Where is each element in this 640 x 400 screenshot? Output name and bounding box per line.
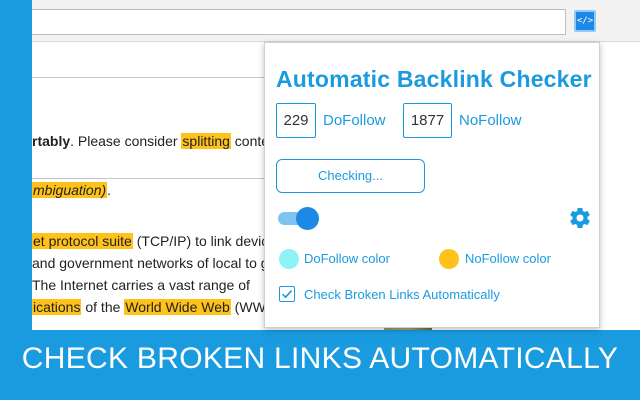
broken-links-checkbox[interactable] (279, 286, 295, 302)
nofollow-link[interactable]: World Wide Web (124, 299, 231, 315)
nofollow-label: NoFollow (459, 112, 522, 129)
article-line: ications of the World Wide Web (WWW (32, 298, 279, 316)
divider (32, 77, 322, 78)
extension-popup: Automatic Backlink Checker 229 DoFollow … (264, 42, 600, 328)
text: conter (230, 133, 274, 149)
checking-button[interactable]: Checking... (276, 159, 425, 193)
divider (32, 178, 322, 179)
text: of the (81, 299, 125, 315)
article-line: et protocol suite (TCP/IP) to link devic… (32, 232, 276, 250)
article-line: rtably. Please consider splitting conter (32, 132, 274, 150)
nofollow-link[interactable]: et protocol suite (32, 233, 133, 249)
broken-links-label: Check Broken Links Automatically (304, 287, 500, 302)
checkmark-icon (281, 290, 293, 299)
dofollow-label: DoFollow (323, 112, 386, 129)
text: . (107, 182, 112, 198)
dofollow-color-swatch[interactable] (279, 249, 299, 269)
browser-toolbar: </> (32, 0, 640, 42)
address-bar[interactable] (32, 9, 566, 35)
dofollow-color-label: DoFollow color (304, 251, 390, 266)
toggle-knob (296, 207, 319, 230)
code-icon[interactable]: </> (574, 10, 596, 32)
nofollow-color-label: NoFollow color (465, 251, 551, 266)
nofollow-link[interactable]: mbiguation) (32, 182, 108, 198)
popup-title: Automatic Backlink Checker (276, 66, 592, 92)
auto-check-toggle[interactable] (276, 207, 320, 230)
dofollow-count: 229 (276, 103, 316, 138)
article-line: mbiguation). (32, 181, 111, 199)
nofollow-color-swatch[interactable] (439, 249, 459, 269)
nofollow-count: 1877 (403, 103, 452, 138)
gear-icon[interactable] (568, 206, 592, 230)
article-line: The Internet carries a vast range of (32, 277, 250, 293)
promo-caption: CHECK BROKEN LINKS AUTOMATICALLY (21, 342, 619, 375)
nofollow-link[interactable]: ications (32, 299, 82, 315)
article-line: and government networks of local to g (32, 255, 269, 271)
bold-text: rtably (32, 133, 71, 149)
text: . Please consider (70, 133, 182, 149)
text: (TCP/IP) to link device (132, 233, 276, 249)
nofollow-link[interactable]: splitting (181, 133, 231, 149)
